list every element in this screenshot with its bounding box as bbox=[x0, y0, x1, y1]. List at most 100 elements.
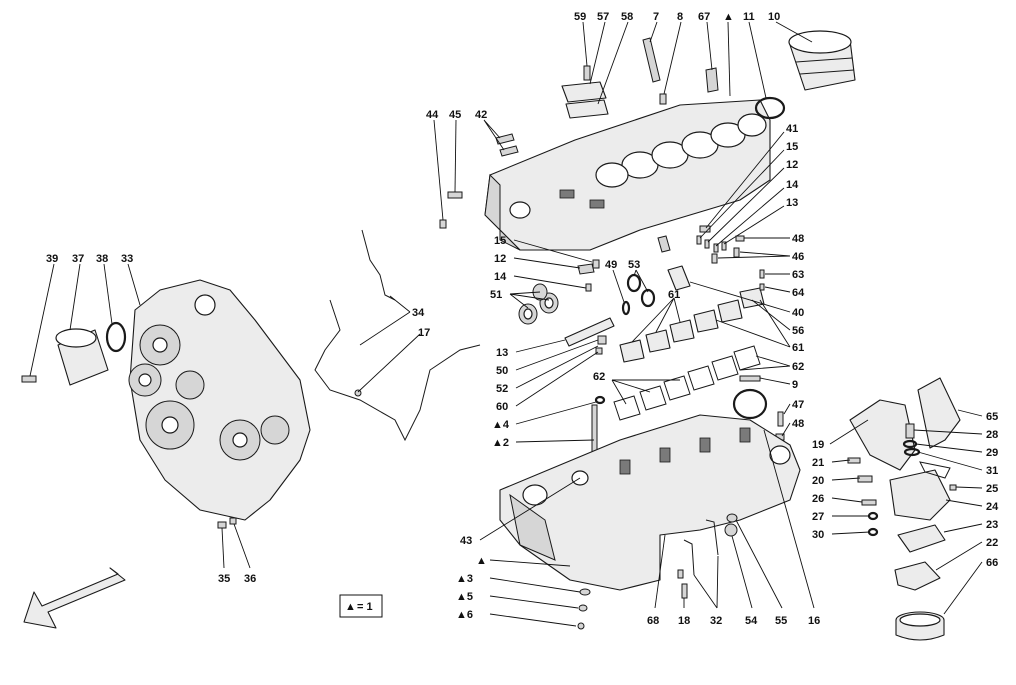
callout-55: 55 bbox=[775, 615, 787, 627]
callout-24: 24 bbox=[986, 501, 999, 513]
legend-text: = 1 bbox=[357, 601, 373, 613]
callout-15-upper: 15 bbox=[786, 141, 798, 153]
callout-54: 54 bbox=[745, 615, 758, 627]
cover-gasket-34b bbox=[314, 299, 481, 442]
callout-64: 64 bbox=[792, 287, 805, 299]
plug-60 bbox=[595, 347, 603, 355]
callout-42: 42 bbox=[475, 109, 487, 121]
callout-7: 7 bbox=[653, 11, 659, 23]
oil-filter-housing bbox=[55, 328, 109, 386]
sensor-23 bbox=[897, 524, 946, 553]
pin-9 bbox=[739, 375, 761, 382]
bolt-26 bbox=[861, 499, 877, 506]
callout-32: 32 bbox=[710, 615, 722, 627]
callout-48-upper: 48 bbox=[792, 233, 804, 245]
legend-symbol: ▲ bbox=[345, 601, 356, 613]
seal-53a bbox=[626, 273, 642, 293]
callout-58: 58 bbox=[621, 11, 633, 23]
plug-5 bbox=[578, 604, 588, 612]
plug-6 bbox=[577, 622, 585, 630]
plug-54 bbox=[724, 523, 738, 537]
callout-53: 53 bbox=[628, 259, 640, 271]
callout-11: 11 bbox=[743, 11, 755, 23]
pin-63 bbox=[759, 269, 765, 279]
callout-31: 31 bbox=[986, 465, 998, 477]
fitting-12b bbox=[577, 263, 595, 275]
callout-16: 16 bbox=[808, 615, 820, 627]
cover-gasket-34a bbox=[361, 229, 396, 301]
washer-27 bbox=[867, 511, 879, 521]
callout-68: 68 bbox=[647, 615, 659, 627]
callout-33: 33 bbox=[121, 253, 133, 265]
callout-8: 8 bbox=[677, 11, 683, 23]
bolt-18 bbox=[681, 583, 688, 599]
bolt-28 bbox=[905, 423, 915, 439]
cylinder-liner bbox=[788, 30, 856, 91]
bolt-15a bbox=[696, 235, 702, 245]
callout-18: 18 bbox=[678, 615, 690, 627]
callout-65: 65 bbox=[986, 411, 998, 423]
studs-42 bbox=[495, 133, 519, 157]
seal-shape bbox=[919, 461, 951, 479]
callout-triangle-6: ▲6 bbox=[456, 609, 473, 621]
callout-62-right: 62 bbox=[792, 361, 804, 373]
cover-65 bbox=[917, 377, 961, 449]
callout-12-upper: 12 bbox=[786, 159, 798, 171]
callout-12-lower: 12 bbox=[494, 253, 506, 265]
callout-35: 35 bbox=[218, 573, 230, 585]
pins-46b bbox=[733, 247, 740, 258]
timing-cover bbox=[128, 279, 311, 521]
callout-triangle-bottom: ▲ bbox=[476, 555, 487, 567]
upper-crankcase-block bbox=[484, 99, 771, 251]
bolt-14a bbox=[713, 243, 719, 253]
bolt-12a bbox=[704, 239, 710, 249]
seal-53b bbox=[640, 288, 656, 308]
legend: ▲ = 1 bbox=[339, 594, 383, 618]
liner-seal-ring bbox=[754, 96, 786, 120]
pin-25 bbox=[949, 484, 957, 491]
callout-26: 26 bbox=[812, 493, 824, 505]
pipe-32b bbox=[705, 519, 719, 556]
bolt-35 bbox=[217, 521, 227, 529]
callout-63: 63 bbox=[792, 269, 804, 281]
callout-40: 40 bbox=[792, 307, 804, 319]
flange-57 bbox=[561, 81, 607, 103]
callout-triangle-2: ▲2 bbox=[492, 437, 509, 449]
callout-15-lower: 15 bbox=[494, 235, 506, 247]
leader-lines bbox=[29, 21, 983, 627]
callout-10: 10 bbox=[768, 11, 780, 23]
callout-21: 21 bbox=[812, 457, 824, 469]
sensor-41 bbox=[699, 225, 711, 233]
oil-pump-shaft-50 bbox=[564, 317, 615, 347]
callout-triangle-5: ▲5 bbox=[456, 591, 473, 603]
callout-60: 60 bbox=[496, 401, 508, 413]
callout-triangle-4: ▲4 bbox=[492, 419, 510, 431]
callout-27: 27 bbox=[812, 511, 824, 523]
bolt-39 bbox=[21, 375, 37, 383]
plug-52 bbox=[597, 335, 607, 345]
callout-13-lower: 13 bbox=[496, 347, 508, 359]
main-bearing-caps-61 bbox=[619, 287, 765, 363]
lower-crankcase bbox=[499, 414, 801, 591]
bolt-21 bbox=[847, 457, 861, 464]
callout-14-upper: 14 bbox=[786, 179, 799, 191]
pins-46 bbox=[711, 253, 718, 264]
callout-59: 59 bbox=[574, 11, 586, 23]
plug-3 bbox=[579, 588, 591, 596]
callout-25: 25 bbox=[986, 483, 998, 495]
callout-52: 52 bbox=[496, 383, 508, 395]
bolt-14b bbox=[585, 283, 592, 292]
callout-50: 50 bbox=[496, 365, 508, 377]
callout-38: 38 bbox=[96, 253, 108, 265]
seal-55 bbox=[726, 513, 738, 523]
callout-49: 49 bbox=[605, 259, 617, 271]
callout-28: 28 bbox=[986, 429, 998, 441]
pin-17 bbox=[354, 389, 362, 397]
bolt-36 bbox=[229, 517, 237, 525]
callout-61-left: 61 bbox=[668, 289, 680, 301]
callout-19: 19 bbox=[812, 439, 824, 451]
callout-14-lower: 14 bbox=[494, 271, 507, 283]
bearing-gaskets-62 bbox=[613, 345, 761, 421]
o-ring-38 bbox=[105, 321, 127, 353]
